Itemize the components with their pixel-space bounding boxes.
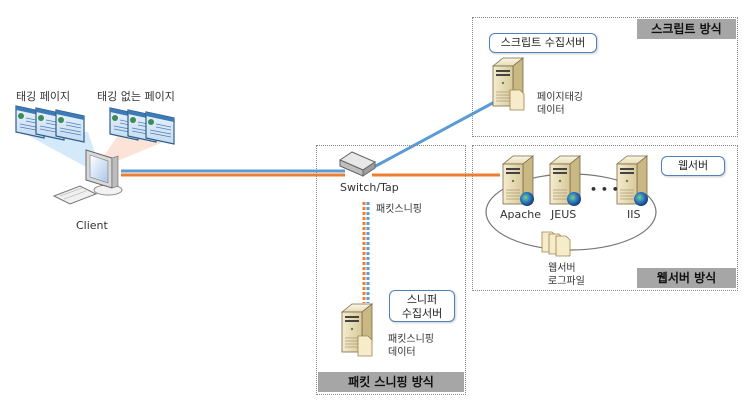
client-computer-icon [52, 149, 123, 205]
webserver-log-line1: 웹서버 [548, 263, 576, 274]
page-tagging-data-line1: 페이지태깅 [537, 92, 583, 103]
webserver-method-box [472, 145, 738, 291]
script-method-tag: 스크립트 방식 [637, 19, 736, 39]
page-tagging-data-line2: 데이터 [537, 105, 565, 116]
untagged-pages-label: 태깅 없는 페이지 [97, 90, 175, 103]
apache-server-icon [502, 155, 534, 206]
apache-label: Apache [500, 208, 542, 221]
server-ellipsis: • • • [590, 183, 619, 196]
sniffer-server-line2: 수집서버 [401, 307, 443, 320]
jeus-label: JEUS [551, 208, 577, 221]
packet-method-box [316, 145, 466, 395]
packet-sniffing-data-label: 패킷스니핑 데이터 [388, 333, 434, 359]
switch-script-server-line [371, 96, 503, 170]
packet-sniffing-data-line2: 데이터 [388, 347, 416, 358]
webserver-log-line2: 로그파일 [548, 276, 585, 287]
webserver-group-label: 웹서버 [661, 156, 725, 176]
script-method-box [472, 17, 738, 137]
webserver-method-tag: 웹서버 방식 [637, 268, 736, 288]
client-label: Client [76, 219, 108, 232]
script-collect-server-label: 스크립트 수집서버 [489, 33, 597, 53]
tagged-pages-label: 태깅 페이지 [16, 90, 71, 103]
sniffer-server-line1: 스니퍼 [406, 293, 438, 306]
page-tagging-data-label: 페이지태깅 데이터 [537, 91, 583, 117]
iis-label: IIS [627, 208, 641, 221]
sniffer-collect-server-label: 스니퍼 수집서버 [389, 290, 455, 322]
switch-tap-label: Switch/Tap [340, 181, 399, 194]
iis-server-icon [616, 155, 648, 206]
tagged-page-icons [15, 105, 85, 143]
packet-sniffing-label: 패킷스니핑 [376, 204, 422, 215]
packet-sniffing-data-line1: 패킷스니핑 [388, 334, 434, 345]
jeus-server-icon [549, 155, 581, 206]
packet-method-tag: 패킷 스니핑 방식 [318, 372, 464, 392]
webserver-log-label: 웹서버 로그파일 [548, 262, 585, 288]
switch-tap-icon [338, 151, 377, 177]
